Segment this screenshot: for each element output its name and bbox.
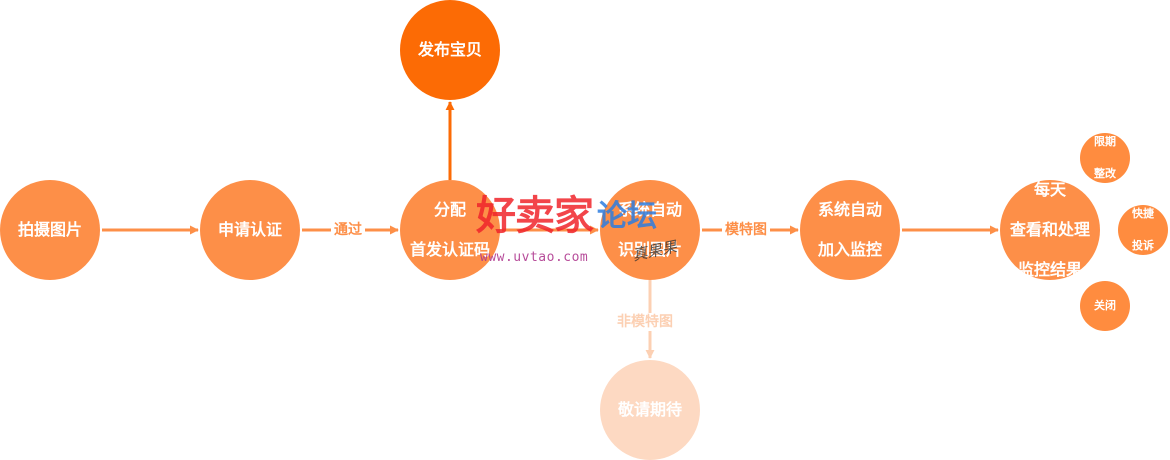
node-close-line-1: 关闭 (1094, 299, 1116, 313)
watermark-brand-suffix: 论坛 (597, 199, 657, 234)
node-photo-line-1: 拍摄图片 (17, 220, 82, 239)
node-daily: 每天 查看和处理 监控结果 (1000, 180, 1100, 280)
node-daily-line-1: 每天 (1033, 180, 1066, 199)
node-publish-line-1: 发布宝贝 (417, 40, 482, 59)
node-identify: 系统自动 识别图片 (600, 180, 700, 280)
node-rectify: 限期 整改 (1080, 133, 1130, 183)
node-assign-line-1: 分配 (433, 200, 466, 219)
edge-label-pass: 通过 (331, 221, 365, 239)
node-apply: 申请认证 (200, 180, 300, 280)
node-identify-line-1: 系统自动 (617, 200, 682, 219)
node-complain-line-2: 投诉 (1132, 238, 1154, 252)
node-daily-line-2: 查看和处理 (1009, 220, 1090, 239)
node-apply-line-1: 申请认证 (217, 220, 282, 239)
node-identify-line-2: 识别图片 (617, 240, 682, 259)
node-publish: 发布宝贝 (400, 0, 500, 100)
node-daily-line-3: 监控结果 (1017, 260, 1082, 279)
node-close: 关闭 (1080, 281, 1130, 331)
node-wait: 敬请期待 (600, 360, 700, 460)
node-assign: 分配 首发认证码 (400, 180, 500, 280)
node-monitor-line-2: 加入监控 (817, 240, 882, 259)
edge-label-non-model: 非模特图 (614, 313, 676, 331)
node-rectify-line-1: 限期 (1094, 135, 1116, 149)
node-complain-line-1: 快捷 (1132, 207, 1154, 221)
node-complain: 快捷 投诉 (1118, 205, 1168, 255)
node-assign-line-2: 首发认证码 (409, 240, 490, 259)
watermark-url: www.uvtao.com (480, 250, 589, 265)
watermark-brand: 好卖家 (476, 192, 594, 239)
node-photo: 拍摄图片 (0, 180, 100, 280)
node-wait-line-1: 敬请期待 (617, 400, 682, 419)
edge-label-model: 模特图 (722, 221, 770, 239)
node-monitor: 系统自动 加入监控 (800, 180, 900, 280)
node-rectify-line-2: 整改 (1094, 166, 1116, 180)
node-monitor-line-1: 系统自动 (817, 200, 882, 219)
